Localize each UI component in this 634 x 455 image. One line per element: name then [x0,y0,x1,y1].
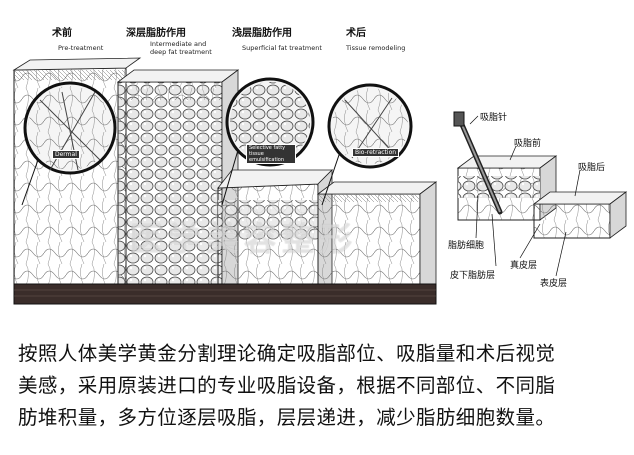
tissue-cross-section-illustration [12,57,628,305]
label-after: 吸脂后 [578,163,606,173]
inset-after-block [532,191,628,239]
stage-title-pre: 术前 [52,28,72,39]
caption-line-3: 肪堆积量，多方位逐层吸脂，层层递进，减少脂肪细胞数量。 [18,406,556,429]
stage-subtitle-pre: Pre-treatment [58,44,104,52]
label-cannula: 吸脂针 [480,113,508,123]
stage-title-post: 术后 [346,28,366,39]
label-epidermis: 表皮层 [540,279,568,289]
stage-subtitle-superficial: Superficial fat treatment [242,44,322,52]
caption-line-2: 美感，采用原装进口的专业吸脂设备，根据不同部位、不同脂 [18,374,556,397]
magnifier-selective-fatty [221,77,315,206]
tag-bio-retraction: Bio-retraction [352,148,400,157]
label-dermis: 真皮层 [510,261,538,271]
block-deep-fat [116,69,240,301]
muscle-base-layer [13,283,437,305]
caption-paragraph: 按照人体美学黄金分割理论确定吸脂部位、吸脂量和术后视觉 美感，采用原装进口的专业… [18,338,618,434]
stage-title-deep: 深层脂肪作用 [126,28,186,39]
magnifier-dermal [21,81,117,206]
stage-title-superficial: 浅层脂肪作用 [232,28,292,39]
stage-subtitle-deep-1: Intermediate and [150,40,207,48]
label-before: 吸脂前 [514,139,542,149]
tag-dermal: Dermal [52,150,80,159]
label-subcutaneous-fat: 皮下脂肪层 [450,271,496,281]
block-post-treatment [316,181,438,301]
magnifier-bio-retraction [321,83,413,206]
tag-selective-fatty: Selective fatty tissue emulsification [246,144,296,164]
caption-line-1: 按照人体美学黄金分割理论确定吸脂部位、吸脂量和术后视觉 [18,342,556,365]
label-fat-cell: 脂肪细胞 [448,241,485,251]
inset-cannula [453,111,503,215]
watermark-text: 医学美容整形 [130,220,359,258]
stage-subtitle-post: Tissue remodeling [346,44,406,52]
stage-subtitle-deep-2: deep fat treatment [150,48,212,56]
